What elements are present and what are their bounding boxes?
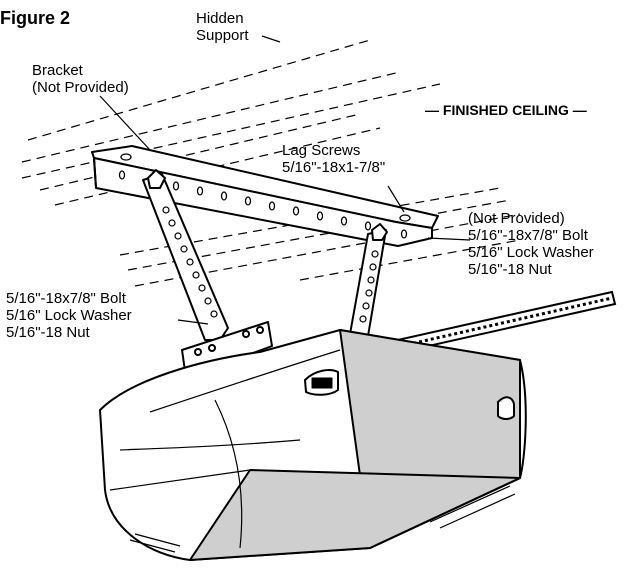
leader-lines [99,35,471,325]
lag-screws-label: Lag Screws 5/16"-18x1-7/8" [282,142,386,176]
motor-unit [99,329,527,561]
hidden-support-label: Hidden Support [196,10,249,44]
right-strap [349,223,388,337]
right-hardware-label: (Not Provided) 5/16"-18x7/8" Bolt 5/16" … [468,210,594,278]
finished-ceiling-label: — FINISHED CEILING — [425,102,587,118]
bracket-label: Bracket (Not Provided) [32,62,129,96]
left-strap [142,169,229,341]
left-hardware-label: 5/16"-18x7/8" Bolt 5/16" Lock Washer 5/1… [6,290,132,341]
figure-title: Figure 2 [0,8,71,28]
